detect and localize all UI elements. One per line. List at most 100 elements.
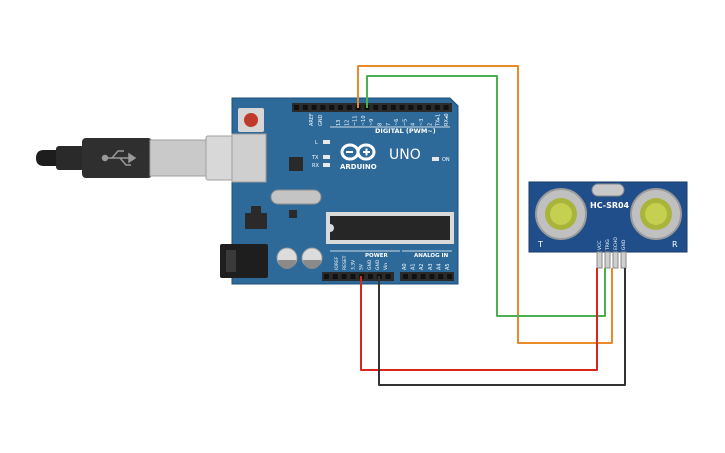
sensor-crystal — [591, 183, 625, 197]
sensor-pins — [596, 251, 627, 269]
power-jack-inner — [226, 250, 236, 272]
analog-pin-label: A2 — [419, 263, 425, 270]
analog-header — [400, 272, 454, 281]
sensor-pin-label: GND — [621, 239, 627, 250]
analog-header-hole[interactable] — [429, 274, 435, 279]
digital-header-hole[interactable] — [382, 105, 387, 110]
power-pin-label: GND — [367, 259, 373, 270]
digital-header-hole[interactable] — [417, 105, 423, 110]
regulator-tab — [251, 206, 261, 213]
atmega-chip — [330, 216, 450, 240]
header-aref-label: AREF — [309, 113, 315, 126]
digital-header-hole[interactable] — [338, 105, 343, 110]
sensor-mark-r: R — [672, 240, 678, 249]
led-tx-label: TX — [311, 155, 319, 161]
digital-pin-label: ~10 — [361, 115, 367, 126]
power-header-hole[interactable] — [341, 274, 347, 279]
digital-pin-label: 7 — [386, 123, 392, 126]
power-header-hole[interactable] — [385, 274, 391, 279]
power-pin-label: GND — [375, 259, 381, 270]
analog-pin-label: A0 — [402, 263, 408, 270]
power-header-hole[interactable] — [324, 274, 329, 279]
digital-pin-label: 2 — [427, 123, 433, 126]
usb-icon — [101, 150, 137, 166]
power-header-hole[interactable] — [368, 274, 373, 279]
sensor-pin-label: VCC — [597, 241, 603, 250]
sensor-pin-label: ECHO — [613, 237, 619, 250]
led-l — [323, 140, 330, 144]
analog-pin-label: A3 — [428, 263, 434, 270]
wires — [357, 65, 626, 386]
digital-pin-label: RX◂0 — [444, 113, 450, 126]
digital-pin-label: 13 — [336, 120, 342, 126]
digital-header-hole[interactable] — [329, 105, 335, 110]
sensor-mark-t: T — [537, 240, 543, 249]
digital-label: DIGITAL (PWM~) — [375, 127, 436, 135]
bottom-pin-holes — [324, 274, 452, 279]
board-usb-jack — [231, 133, 267, 183]
analog-header-hole[interactable] — [420, 274, 426, 279]
crystal — [270, 189, 322, 205]
digital-pin-label: ~6 — [394, 119, 400, 126]
power-pin-label: IOREF — [334, 256, 340, 270]
digital-pin-label: 4 — [411, 123, 417, 126]
led-tx — [323, 155, 330, 159]
arduino-logo-icon — [340, 143, 376, 161]
led-l-label: L — [315, 140, 318, 146]
analog-header-hole[interactable] — [403, 274, 408, 279]
digital-pin-label: ~9 — [369, 119, 375, 126]
digital-header-hole[interactable] — [294, 105, 299, 110]
led-rx — [323, 163, 330, 167]
digital-header-hole[interactable] — [443, 105, 449, 110]
digital-header-hole[interactable] — [320, 105, 326, 110]
digital-pin-label: 8 — [378, 123, 384, 126]
power-label: POWER — [365, 253, 389, 259]
analog-pin-label: A1 — [411, 263, 417, 270]
analog-header-hole[interactable] — [447, 274, 452, 279]
analog-pin-label: A5 — [445, 263, 451, 270]
power-pin-label: Vin — [383, 263, 389, 270]
wire-green-echo[interactable] — [366, 75, 606, 317]
wire-orange-trig[interactable] — [357, 65, 613, 344]
power-pin-label: 5V — [359, 263, 365, 270]
digital-header-hole[interactable] — [434, 105, 440, 110]
sensor-pin-label: TRIG — [605, 239, 611, 251]
usb-plug-tip — [36, 150, 56, 166]
analog-header-hole[interactable] — [438, 274, 444, 279]
wire-red-vcc[interactable] — [360, 268, 598, 371]
analog-pin-label: A4 — [436, 263, 442, 270]
digital-header — [292, 103, 452, 112]
digital-header-hole[interactable] — [311, 105, 317, 110]
digital-header-hole[interactable] — [399, 105, 405, 110]
power-pin-label: RESET — [342, 255, 348, 270]
power-pin-label: 3.3V — [350, 259, 356, 270]
usb-chip — [289, 157, 303, 171]
digital-header-hole[interactable] — [390, 105, 396, 110]
header-gnd-label: GND — [318, 114, 324, 126]
digital-header-hole[interactable] — [426, 105, 431, 110]
digital-header-hole[interactable] — [373, 105, 379, 110]
usb-strain-relief — [56, 146, 84, 170]
digital-pin-label: ~5 — [402, 119, 408, 126]
small-ic — [289, 210, 297, 218]
digital-pin-label: ~11 — [353, 115, 359, 126]
wire-black-gnd[interactable] — [378, 268, 626, 386]
power-header-hole[interactable] — [350, 274, 356, 279]
reset-button[interactable] — [244, 113, 258, 127]
power-header — [322, 272, 394, 281]
sensor-name: HC-SR04 — [590, 201, 630, 210]
led-on — [432, 157, 439, 161]
analog-label: ANALOG IN — [414, 253, 449, 259]
digital-header-hole[interactable] — [408, 105, 414, 110]
led-rx-label: RX — [312, 163, 319, 169]
analog-header-hole[interactable] — [411, 274, 417, 279]
digital-header-hole[interactable] — [346, 105, 352, 110]
power-header-hole[interactable] — [332, 274, 338, 279]
digital-header-hole[interactable] — [302, 105, 308, 110]
digital-pin-label: TX▸1 — [436, 114, 442, 127]
